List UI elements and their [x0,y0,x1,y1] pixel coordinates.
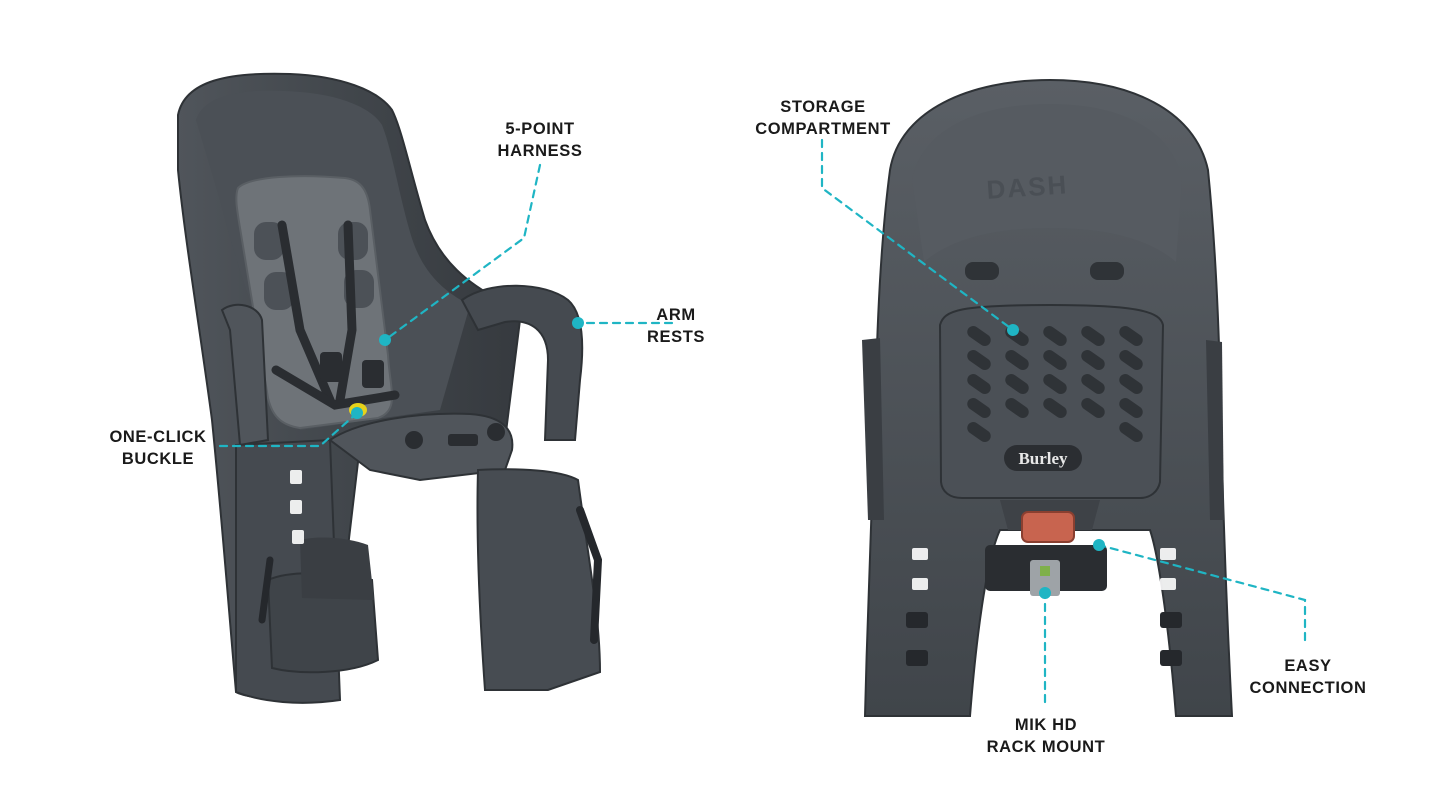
embossed-brand: DASH [986,169,1070,205]
callout-storage: STORAGE COMPARTMENT [755,96,891,140]
brand-badge [1004,445,1082,471]
callout-armrests: ARM RESTS [647,304,705,348]
vent-slot [967,349,991,371]
dot-mount [1039,587,1051,599]
callout-connection-line1: EASY [1284,657,1332,675]
callout-mount: MIK HD RACK MOUNT [987,714,1106,758]
leader-connection [1097,543,1307,642]
vent-slot [967,397,991,419]
callout-buckle-line1: ONE-CLICK [109,428,207,446]
callout-storage-line2: COMPARTMENT [755,120,891,138]
vent-slot [1081,397,1105,419]
vent-slot [967,373,991,395]
vent-slot [967,325,991,347]
vent-slot [1043,349,1067,371]
vent-slot [1081,373,1105,395]
dot-harness [379,334,391,346]
callout-armrests-line1: ARM [656,306,696,324]
reflector [1021,511,1075,543]
callout-connection: EASY CONNECTION [1250,655,1367,699]
right-armrest [460,284,584,441]
vent-slot [1043,325,1067,347]
vent-slot [1081,325,1105,347]
vent-slot [1119,325,1143,347]
leader-storage [820,138,1015,332]
dot-storage [1007,324,1019,336]
vent-slot [967,421,991,443]
vent-slot [1081,349,1105,371]
callout-mount-line1: MIK HD [1014,716,1078,734]
callout-dots [351,317,1105,599]
dot-buckle [351,407,363,419]
callout-connection-line2: CONNECTION [1249,679,1367,697]
vent-slot [1119,397,1143,419]
vent-slot [1043,373,1067,395]
vent-slot [1119,421,1143,443]
vent-slot [1043,397,1067,419]
callout-harness-line1: 5-POINT [505,120,575,138]
vent-slots [967,325,1143,443]
seat-back-view: DASH Burley [862,78,1234,717]
callout-harness-line2: HARNESS [497,142,583,160]
callout-mount-line2: RACK MOUNT [986,738,1106,756]
vent-slot [1005,373,1029,395]
brand-badge-text: Burley [1018,449,1068,468]
vent-slot [1119,349,1143,371]
right-leg-guard [476,468,602,691]
callout-harness: 5-POINT HARNESS [498,118,583,162]
callout-leader-lines [218,138,1307,704]
callout-buckle-line2: BUCKLE [121,450,195,468]
dot-armrests [572,317,584,329]
callout-armrests-line2: RESTS [646,328,706,346]
dot-connection [1093,539,1105,551]
vent-slot [1005,349,1029,371]
seat-front-view [177,72,603,704]
vent-slot [1119,373,1143,395]
leader-harness [383,163,542,342]
callout-storage-line1: STORAGE [780,98,866,116]
leader-buckle [218,411,359,448]
vent-slot [1005,397,1029,419]
seat-base [328,412,514,482]
callout-buckle: ONE-CLICK BUCKLE [109,426,206,470]
